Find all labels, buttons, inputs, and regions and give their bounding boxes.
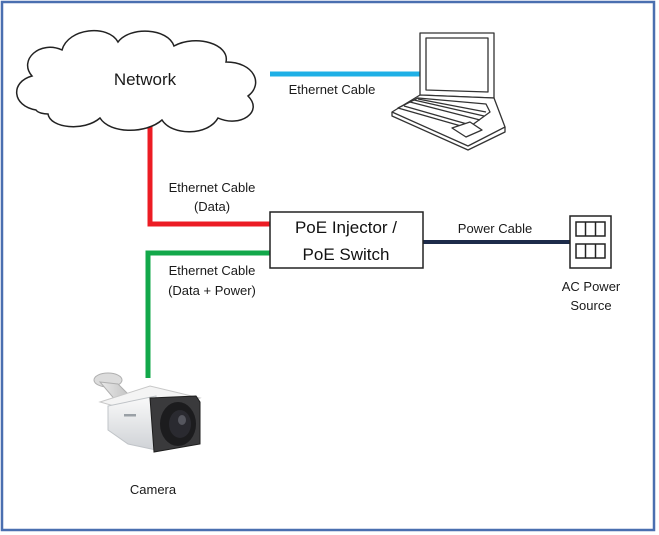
data-cable: [147, 108, 270, 227]
bullet-camera-icon: [93, 372, 202, 453]
laptop-cable-label: Ethernet Cable: [289, 82, 376, 97]
poe-box-line1: PoE Injector /: [295, 218, 397, 237]
cloud-icon: [15, 29, 257, 133]
power-outlet-icon: [569, 215, 612, 269]
laptop-icon: [391, 32, 506, 151]
data-power-cable: [145, 250, 270, 378]
power-cable-label: Power Cable: [458, 221, 532, 236]
data-power-cable-label-line1: Ethernet Cable: [169, 263, 256, 278]
poe-box-line2: PoE Switch: [303, 245, 390, 264]
ac-source-label-line1: AC Power: [562, 279, 621, 294]
ac-source-label-line2: Source: [570, 298, 611, 313]
data-power-cable-label-line2: (Data + Power): [168, 283, 256, 298]
camera-label: Camera: [130, 482, 177, 497]
network-label: Network: [114, 70, 177, 89]
data-cable-label-line1: Ethernet Cable: [169, 180, 256, 195]
data-cable-label-line2: (Data): [194, 199, 230, 214]
poe-injector-box: [269, 211, 424, 269]
